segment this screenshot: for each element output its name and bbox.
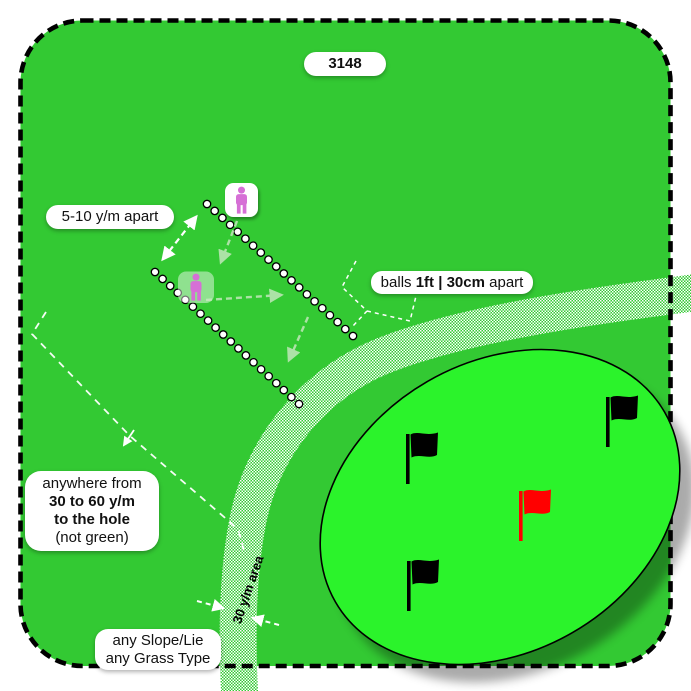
drill-number-badge: 3148: [304, 52, 386, 76]
golf-ball-dot: [310, 296, 319, 306]
golf-ball-dot: [203, 316, 213, 325]
golf-ball-dot: [248, 241, 258, 251]
golf-ball-dot: [233, 227, 243, 237]
distance-leader-line: [30, 311, 245, 552]
golf-ball-dot: [234, 344, 243, 353]
aim-arrow-2: [205, 288, 284, 303]
band-width-arrow-left: [196, 599, 226, 612]
balls-label-part: 30cm: [446, 273, 485, 291]
golf-ball-dot: [256, 248, 266, 257]
golf-ball-dot: [302, 289, 312, 299]
golf-ball-dot: [202, 199, 212, 209]
aim-arrow-1: [218, 220, 239, 265]
golf-ball-dot: [317, 303, 327, 313]
golf-ball-dot: [279, 269, 289, 278]
balls-label-part: 1ft: [415, 273, 435, 291]
golf-ball-dot: [279, 385, 289, 395]
spacing-label: 5-10 y/m apart: [46, 205, 174, 229]
golf-ball-dot: [218, 213, 227, 223]
balls-spacing-label: balls 1ft | 30cm apart: [371, 271, 533, 294]
golf-ball-dot: [210, 206, 220, 216]
golf-ball-dot: [241, 351, 251, 360]
golf-ball-dot: [287, 276, 296, 285]
golf-ball-dot: [158, 274, 167, 284]
balls-label-part: |: [434, 273, 447, 291]
balls-label-part: apart: [484, 273, 524, 291]
golf-ball-dot: [256, 364, 266, 374]
golf-ball-dot: [333, 317, 342, 327]
golf-ball-dot: [165, 281, 175, 291]
golf-ball-dot: [294, 283, 304, 292]
distance-label-line: to the hole: [54, 511, 130, 528]
golf-ball-dot: [150, 267, 160, 277]
golf-ball-dot: [218, 330, 228, 339]
golf-ball-dot: [287, 392, 296, 402]
drill-number-text: 3148: [328, 55, 362, 72]
distance-label-line: (not green): [55, 529, 129, 546]
balls-spacing-bracket-1: [341, 260, 369, 328]
golf-ball-dot: [225, 220, 235, 230]
golf-ball-dot: [294, 399, 304, 409]
golf-ball-dot: [340, 324, 350, 334]
conditions-label-line: any Slope/Lie: [112, 631, 204, 649]
spacing-arrow: [161, 214, 198, 262]
golf-ball-dot: [196, 309, 205, 319]
ball-row-lower: [150, 267, 304, 409]
conditions-label: any Slope/Lie any Grass Type: [95, 629, 221, 670]
golf-ball-dot: [188, 302, 198, 312]
golf-ball-dot: [211, 323, 220, 332]
distance-range-label: anywhere from 30 to 60 y/m to the hole (…: [25, 471, 159, 551]
balls-label-part: balls: [380, 273, 416, 291]
field-border: [18, 18, 673, 669]
leader-arrowhead: [122, 429, 135, 447]
golf-ball-dot: [325, 310, 335, 320]
golf-ball-dot: [264, 371, 274, 381]
golf-ball-dot: [180, 295, 190, 305]
golf-ball-dot: [348, 331, 358, 341]
golf-ball-dot: [264, 255, 273, 264]
golf-ball-dot: [241, 234, 250, 244]
band-width-arrow-right: [250, 614, 280, 627]
spacing-label-text: 5-10 y/m apart: [61, 208, 159, 225]
golf-ball-dot: [226, 337, 236, 346]
distance-label-line: anywhere from: [42, 475, 142, 492]
distance-label-line: 30 to 60 y/m: [49, 493, 135, 510]
golf-ball-dot: [271, 262, 281, 271]
golf-ball-dot: [271, 378, 281, 388]
ball-row-upper: [202, 199, 358, 341]
golf-ball-dot: [249, 357, 258, 367]
thirty-ym-band: [219, 274, 691, 691]
conditions-label-line: any Grass Type: [105, 649, 211, 667]
aim-arrow-3: [287, 316, 310, 363]
golf-ball-dot: [173, 288, 183, 298]
